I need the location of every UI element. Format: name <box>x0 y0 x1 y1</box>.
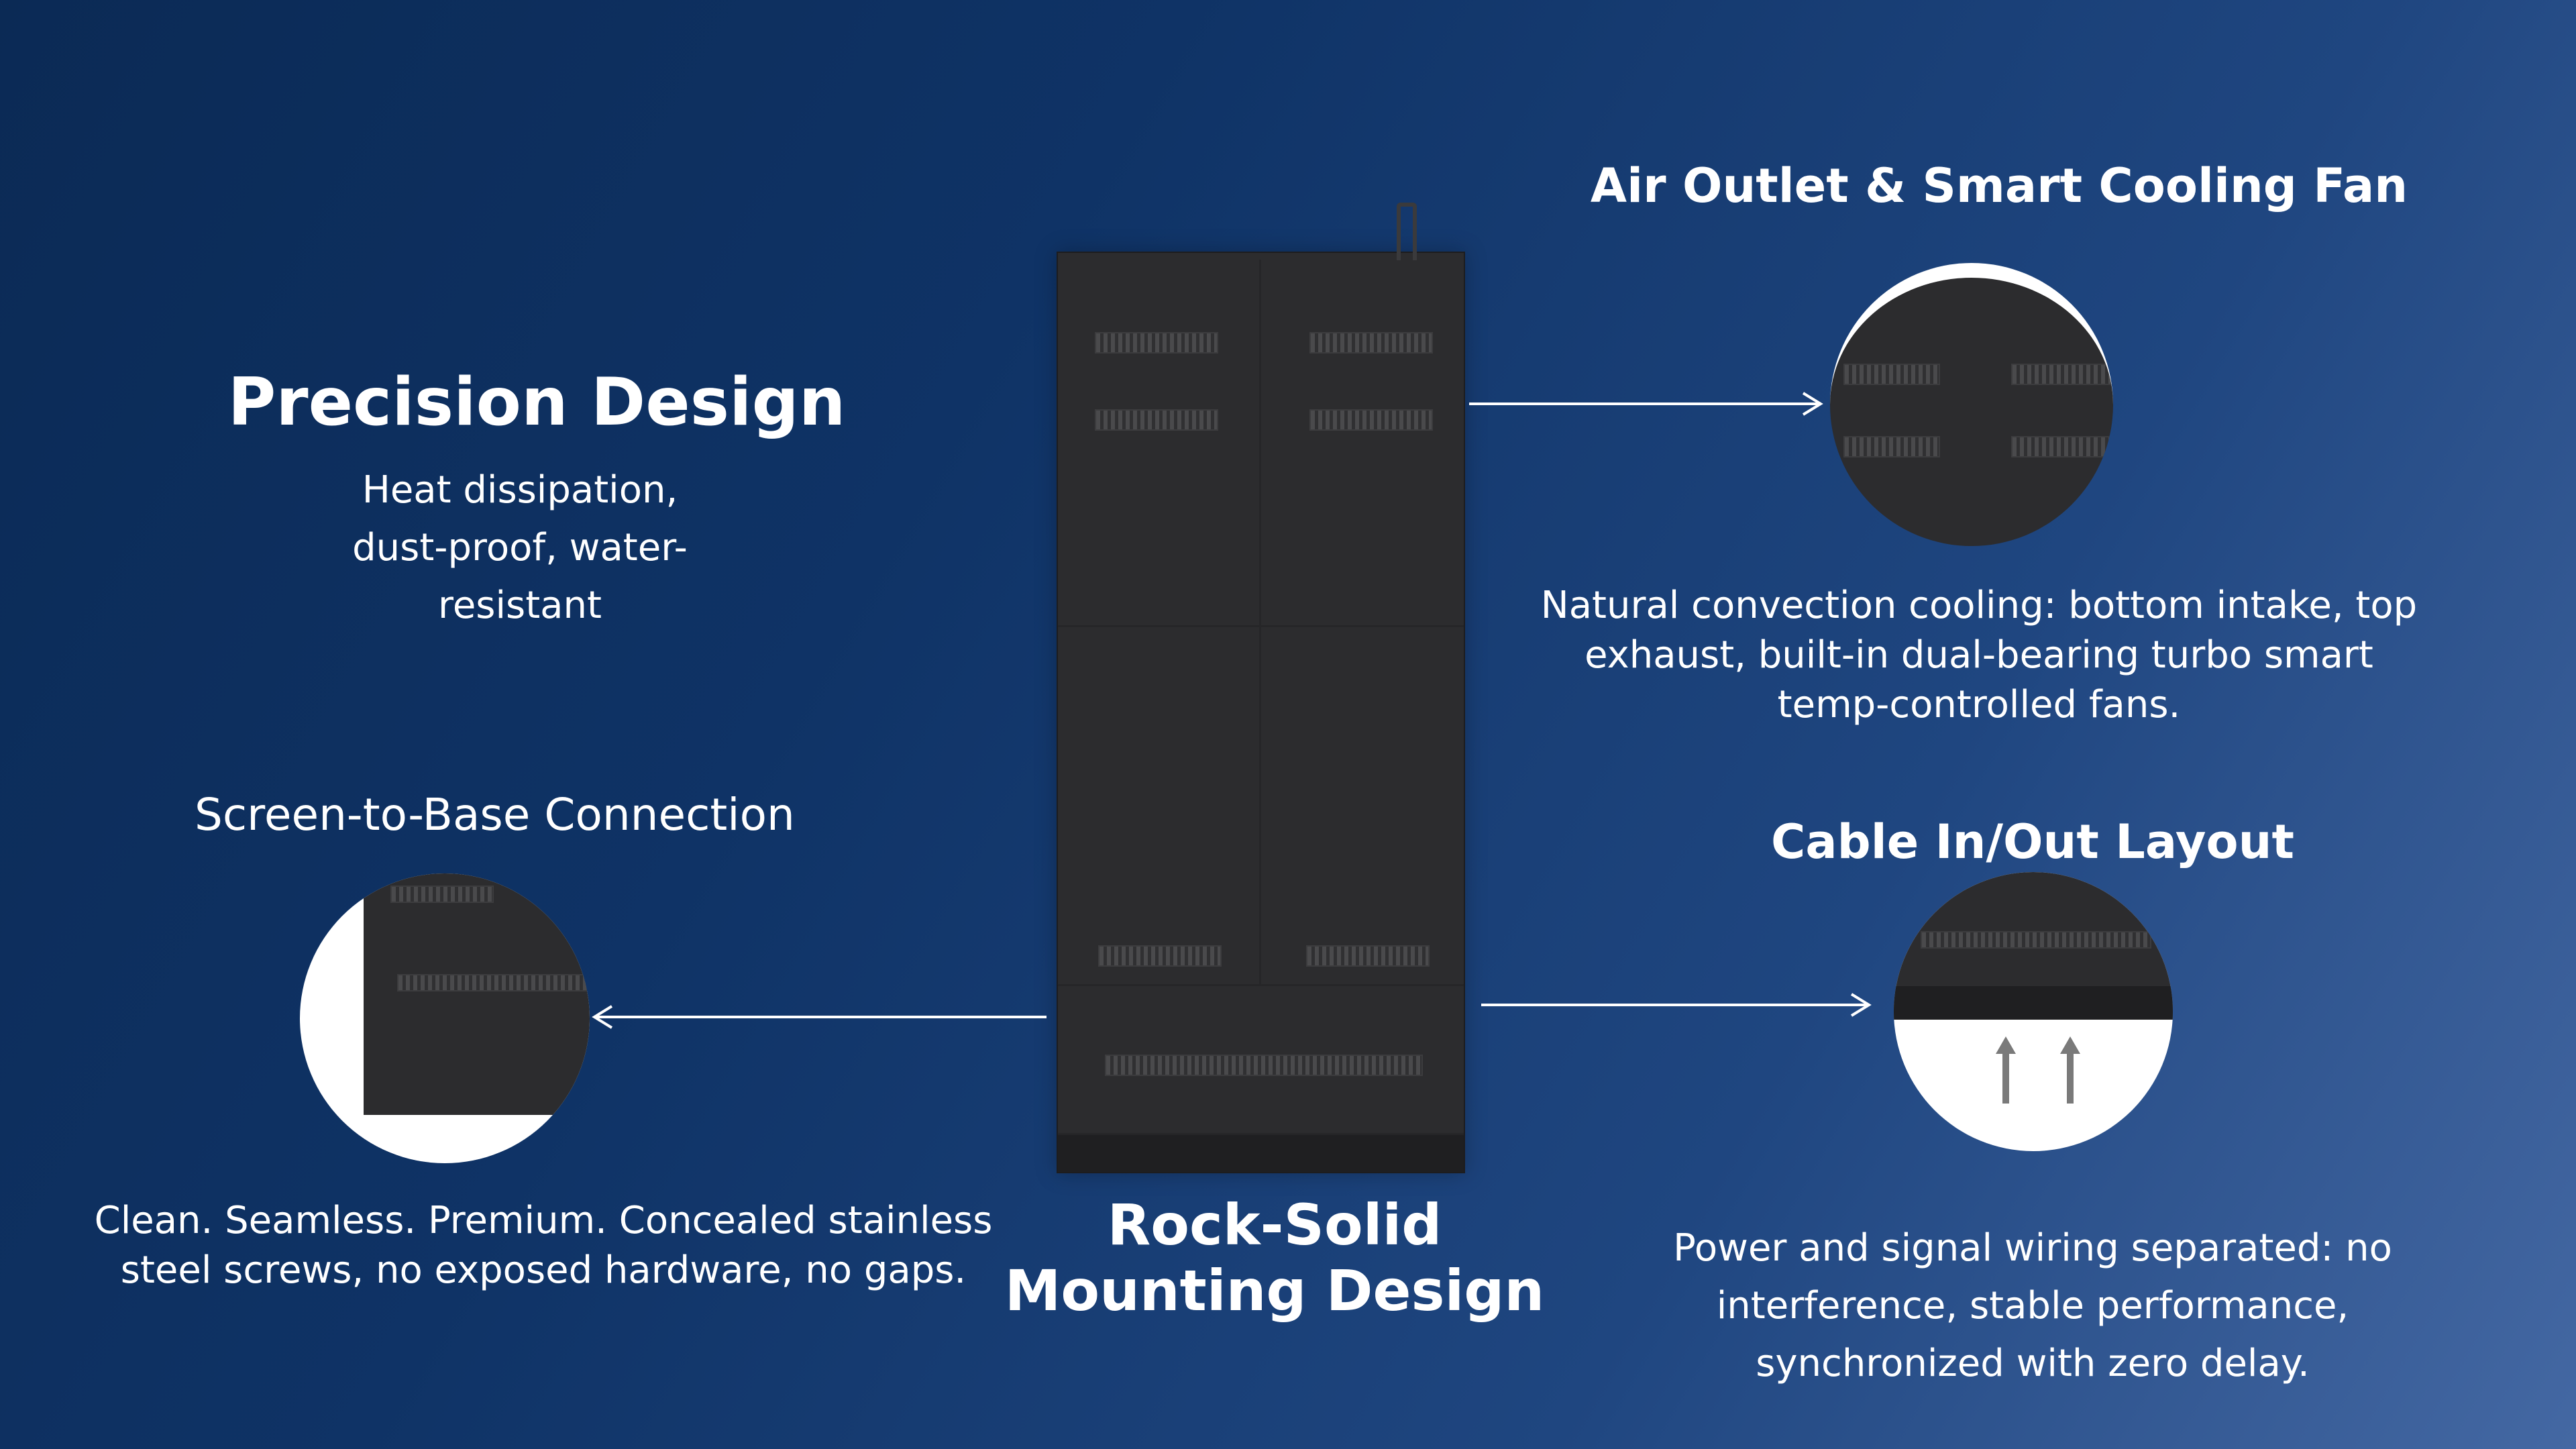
zoom-cabinet-bottom <box>1894 872 2173 1020</box>
cable-title: Cable In/Out Layout <box>1771 814 2294 869</box>
cable-desc-line: interference, stable performance, <box>1716 1284 2349 1328</box>
cabinet-product-image <box>1057 203 1465 1173</box>
cable-up-arrow-icon <box>2060 1036 2080 1104</box>
air-outlet-title: Air Outlet & Smart Cooling Fan <box>1590 158 2408 213</box>
base-vent <box>1105 1055 1423 1076</box>
top-vent <box>1095 409 1218 431</box>
air-outlet-description: Natural convection cooling: bottom intak… <box>1496 581 2462 730</box>
cable-up-arrow-icon <box>1996 1036 2016 1104</box>
zoom-vent <box>2011 364 2113 385</box>
precision-desc-line: Heat dissipation, <box>362 468 678 512</box>
precision-title: Precision Design <box>227 364 846 441</box>
mounting-title-line: Rock-Solid <box>1107 1192 1442 1258</box>
arrow-left-icon <box>592 1005 1046 1029</box>
cable-zoom-image <box>1894 872 2173 1151</box>
precision-description: Heat dissipation, dust-proof, water- res… <box>252 462 788 635</box>
top-vent <box>1309 409 1433 431</box>
air-outlet-desc-line: exhaust, built-in dual-bearing turbo sma… <box>1585 633 2373 677</box>
zoom-vent <box>1843 364 1940 385</box>
screen-base-desc-line: Clean. Seamless. Premium. Concealed stai… <box>94 1199 993 1242</box>
bottom-vent <box>1098 945 1222 967</box>
bottom-vent <box>1306 945 1430 967</box>
cabinet-seam <box>1058 984 1464 986</box>
zoom-cabinet-corner <box>364 873 590 1115</box>
screen-base-zoom-image <box>300 873 590 1163</box>
top-vent <box>1095 332 1218 354</box>
cabinet-seam <box>1259 260 1261 984</box>
mounting-title-line: Mounting Design <box>1004 1258 1545 1324</box>
precision-desc-line: resistant <box>438 584 602 627</box>
precision-desc-line: dust-proof, water- <box>352 526 688 570</box>
cable-desc-line: synchronized with zero delay. <box>1756 1342 2310 1385</box>
zoom-vent <box>1843 436 1940 458</box>
air-outlet-desc-line: temp-controlled fans. <box>1777 683 2181 727</box>
zoom-vent <box>397 974 588 991</box>
zoom-vent <box>1921 931 2151 949</box>
top-vent <box>1309 332 1433 354</box>
zoom-vent <box>2011 436 2113 458</box>
cable-description: Power and signal wiring separated: no in… <box>1597 1220 2469 1393</box>
zoom-base-strip <box>1894 986 2173 1020</box>
cabinet-seam <box>1058 625 1464 627</box>
cabinet-handle <box>1397 203 1417 260</box>
screen-base-description: Clean. Seamless. Premium. Concealed stai… <box>80 1196 1006 1295</box>
cabinet-base <box>1058 1133 1464 1172</box>
screen-base-desc-line: steel screws, no exposed hardware, no ga… <box>120 1248 967 1292</box>
zoom-vent <box>390 885 494 903</box>
arrow-right-icon <box>1469 392 1823 416</box>
air-outlet-zoom-image <box>1830 263 2113 546</box>
air-outlet-desc-line: Natural convection cooling: bottom intak… <box>1540 584 2418 627</box>
mounting-title: Rock-Solid Mounting Design <box>979 1192 1570 1324</box>
arrow-right-icon <box>1481 993 1872 1017</box>
cable-desc-line: Power and signal wiring separated: no <box>1673 1226 2392 1270</box>
screen-base-title: Screen-to-Base Connection <box>195 789 795 841</box>
